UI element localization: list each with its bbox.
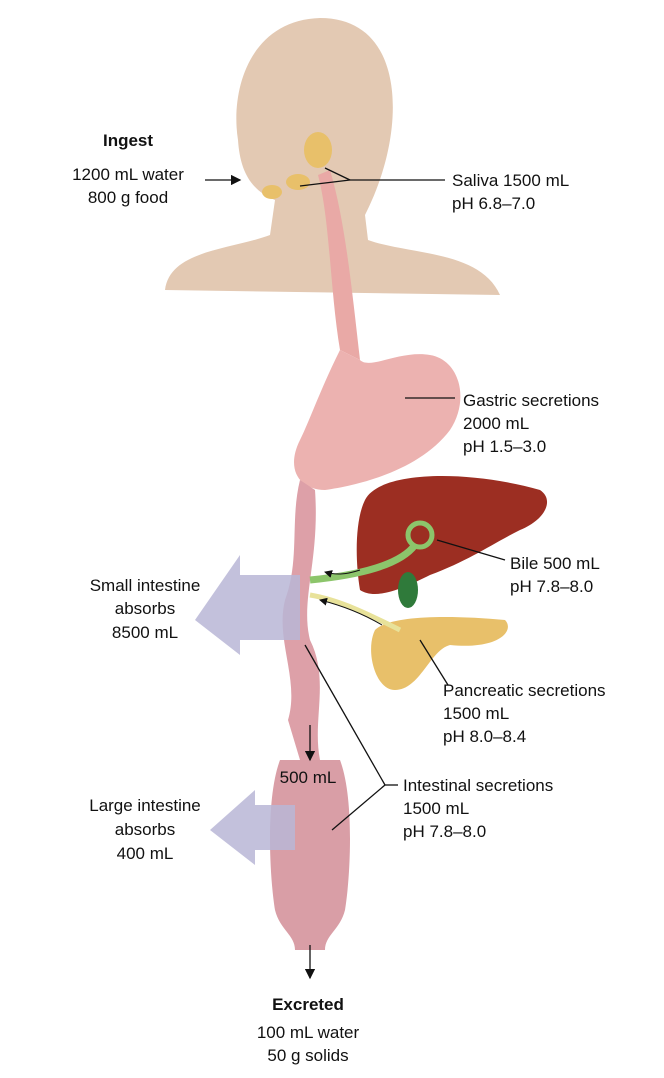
gastric-volume: 2000 mL [463,414,529,433]
pancreatic-flow-arrow [319,597,383,626]
bile-duct [309,542,418,584]
liver [356,476,548,595]
large-intestine [270,760,350,950]
bile-volume: Bile 500 mL [510,554,600,573]
bile-flow-arrow [324,569,361,578]
bile-ph: pH 7.8–8.0 [510,577,593,596]
saliva-ph: pH 6.8–7.0 [452,194,535,213]
salivary-glands [262,132,332,199]
large-intestine-absorbs: absorbs [115,820,175,839]
large-intestine-volume: 400 mL [117,844,174,863]
pancreas [371,617,508,690]
ingest-title: Ingest [103,131,153,150]
small-intestine-absorb-arrow [195,555,300,655]
gastric-label: Gastric secretions [463,391,599,410]
colon-inflow-volume: 500 mL [280,768,337,787]
bile-duct-origin [405,520,435,550]
ingest-water: 1200 mL water [72,165,184,184]
excreted-solids: 50 g solids [267,1046,348,1065]
gastric-ph: pH 1.5–3.0 [463,437,546,456]
intestinal-label: Intestinal secretions [403,776,553,795]
small-intestine-volume: 8500 mL [112,623,178,642]
head-illustration [165,18,500,295]
gallbladder [398,572,418,608]
esophagus [318,170,360,360]
small-intestine-label: Small intestine [90,576,201,595]
leader-lines [205,167,506,980]
stomach [294,350,461,490]
large-intestine-absorb-arrow [210,790,295,865]
excreted-title: Excreted [272,995,344,1014]
pancreatic-volume: 1500 mL [443,704,509,723]
pancreatic-duct [309,592,402,633]
intestinal-ph: pH 7.8–8.0 [403,822,486,841]
saliva-volume: Saliva 1500 mL [452,171,569,190]
large-intestine-label: Large intestine [89,796,201,815]
small-intestine-absorbs: absorbs [115,599,175,618]
small-intestine [282,480,320,760]
pancreatic-ph: pH 8.0–8.4 [443,727,526,746]
intestinal-volume: 1500 mL [403,799,469,818]
pancreatic-label: Pancreatic secretions [443,681,606,700]
excreted-water: 100 mL water [257,1023,360,1042]
ingest-food: 800 g food [88,188,168,207]
